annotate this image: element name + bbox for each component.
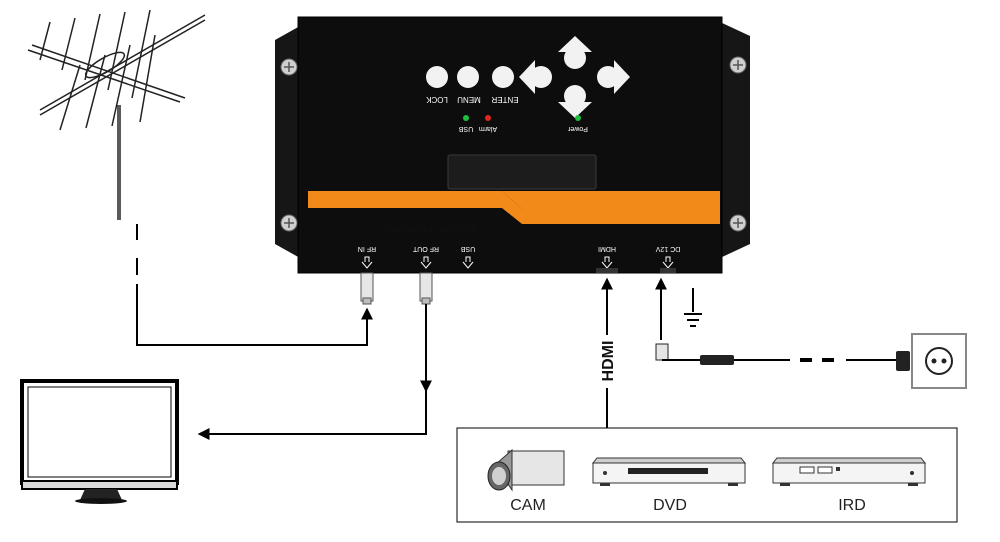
ird-receiver-icon (771, 457, 927, 486)
source-label-dvd: DVD (653, 497, 687, 514)
usb-port-label: USB (460, 245, 475, 252)
rf-out-cable (197, 304, 432, 440)
enter-label: ENTER (491, 95, 518, 104)
dc-port-label: DC 12V (655, 245, 680, 252)
antenna-icon (27, 9, 206, 220)
source-label-ird: IRD (838, 497, 866, 514)
down-arrow-button[interactable] (558, 85, 592, 118)
power-outlet-icon (896, 333, 967, 389)
up-arrow-button[interactable] (558, 36, 592, 69)
lock-button[interactable] (426, 66, 448, 88)
rf-out-label: RF OUT (412, 245, 439, 252)
source-label-cam: CAM (510, 497, 546, 514)
rf-in-connector[interactable] (360, 272, 374, 305)
menu-label: MENU (457, 95, 481, 104)
display-window (447, 154, 597, 190)
usb-led-label: USB (458, 125, 473, 132)
usb-led (463, 115, 469, 121)
power-led-label: Power (567, 125, 588, 132)
alarm-led (485, 115, 491, 121)
hdmi-port-label: HDMI (598, 245, 616, 252)
encoder-modulator-device: LOCK MENU ENTER USB Alarm Power Encoder … (275, 16, 750, 305)
dvd-player-icon (591, 457, 747, 486)
rf-in-label: RF IN (358, 245, 376, 252)
lock-label: LOCK (425, 95, 447, 104)
ground-icon (684, 288, 702, 327)
tv-monitor-icon (20, 379, 179, 504)
alarm-led-label: Alarm (479, 125, 497, 132)
menu-button[interactable] (457, 66, 479, 88)
left-arrow-button[interactable] (519, 60, 552, 94)
dc-power-cable (655, 277, 900, 365)
sources-box: CAM DVD IRD (456, 427, 958, 523)
power-led (575, 115, 581, 121)
direction-pad (519, 36, 630, 118)
orange-strip (308, 191, 720, 224)
antenna-cable (136, 224, 373, 346)
device-title: Encoder Modulator (383, 223, 476, 235)
enter-button[interactable] (492, 66, 514, 88)
right-arrow-button[interactable] (597, 60, 630, 94)
hdmi-cable-label: HDMI (600, 341, 617, 382)
rf-out-connector[interactable] (419, 272, 433, 305)
camera-icon (487, 448, 565, 492)
